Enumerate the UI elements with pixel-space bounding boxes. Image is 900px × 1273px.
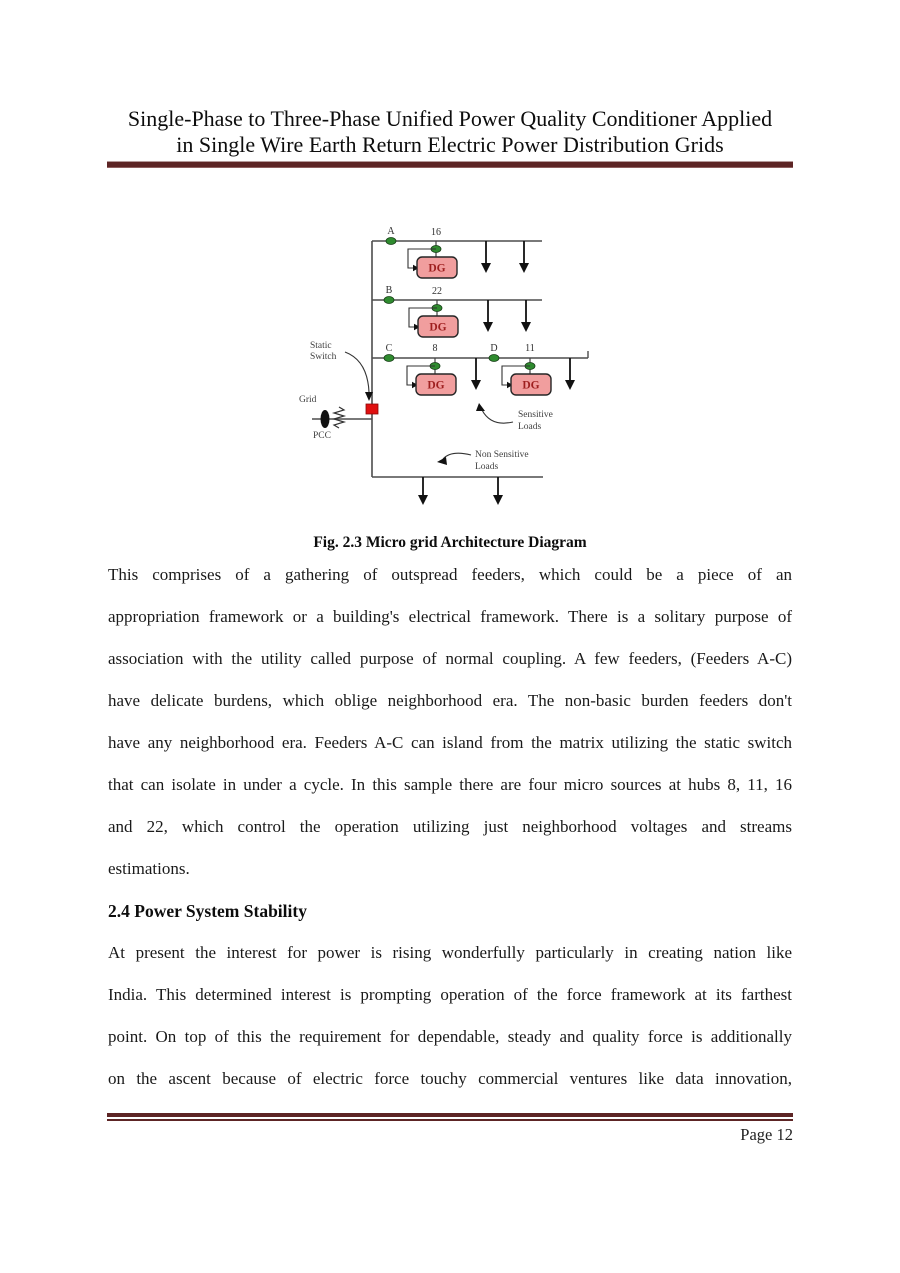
dg-d-label: DG [522,380,539,392]
microgrid-figure: A 16 DG B 22 [285,212,900,517]
text-line: association with the utility called purp… [108,649,792,668]
dg-d-feedback-loop [501,365,530,386]
non-sensitive-loads-label-line1: Non Sensitive [475,450,529,460]
dg-b-box [417,315,459,338]
feeder-a-load1-arrowhead-icon [481,263,491,273]
text-line: point. On top of this the requirement fo… [108,1027,792,1046]
feeder-b-label: B [386,285,393,296]
dg-a-box [416,256,458,279]
dg-a-loop-arrowhead-icon [413,264,419,272]
text-line: that can isolate in under a cycle. In th… [108,775,792,794]
pcc-label: PCC [313,431,331,441]
feeder-b: B 22 DG [372,285,542,338]
document-title: Single-Phase to Three-Phase Unified Powe… [107,106,793,158]
dg-a-feedback-loop [407,248,436,269]
dg-c-loop-arrowhead-icon [412,381,418,389]
paragraph-1: This comprises of a gathering of outspre… [108,554,792,890]
dg-d-loop-arrowhead-icon [507,381,513,389]
static-switch-label-line1: Static [310,341,332,351]
sensitive-loads-label-line2: Loads [518,422,542,432]
page-header: Single-Phase to Three-Phase Unified Powe… [0,0,900,168]
node-11-label: 11 [525,343,535,354]
text-line: appropriation framework or a building's … [108,607,792,626]
static-switch-icon [365,403,379,415]
feeder-b-load2-arrowhead-icon [521,322,531,332]
text-line: have delicate burdens, which oblige neig… [108,691,792,710]
page-footer: Page 12 [107,1113,793,1145]
transformer-zigzag-icon [331,406,347,429]
footer-rule-thick [107,1113,793,1117]
dg-c-label: DG [427,380,444,392]
dg-c-box [415,373,457,396]
static-switch: Static Switch [310,341,379,415]
dg-b-label: DG [429,322,446,334]
paragraph-2: At present the interest for power is ris… [108,932,792,1100]
feeder-c-load-arrowhead-icon [471,380,481,390]
dg-b-loop-arrowhead-icon [414,323,420,331]
non-sensitive-loads-pointer-curve [442,452,472,460]
feeder-c-label: C [386,343,393,354]
microgrid-diagram: A 16 DG B 22 [299,226,589,505]
sensitive-loads-arrowhead-icon [476,403,485,411]
sensitive-loads-annotation: Sensitive Loads [476,403,553,432]
static-switch-pointer-arrowhead-icon [365,392,373,401]
static-switch-pointer-curve [344,351,370,393]
text-line: India. This determined interest is promp… [108,985,792,1004]
section-heading: 2.4 Power System Stability [108,901,307,921]
feeder-c-d: C 8 DG D 11 DG [372,343,589,396]
text-line: This comprises of a gathering of outspre… [108,565,792,584]
feeder-a: A 16 DG [372,226,542,279]
grid-connection: Grid PCC [299,395,372,441]
bottom-load2-arrowhead-icon [493,495,503,505]
feeder-a-node-dot [385,237,397,245]
dg-b-feedback-loop [408,307,437,328]
static-switch-label-line2: Switch [310,352,337,362]
text-line: on the ascent because of electric force … [108,1069,792,1088]
text-line: estimations. [108,859,190,878]
sensitive-loads-pointer-curve [481,409,514,424]
dg-a-label: DG [428,263,445,275]
page-number: Page 12 [740,1125,793,1144]
feeder-d-node-dot [488,354,500,362]
header-rule-mid [107,167,793,168]
header-rule-thick [107,162,793,167]
grid-source-icon [320,410,330,428]
bottom-load1-arrowhead-icon [418,495,428,505]
feeder-d-label: D [490,343,497,354]
text-line: At present the interest for power is ris… [108,943,792,962]
feeder-d-load-arrowhead-icon [565,380,575,390]
feeder-c-node-dot [383,354,395,362]
node-22-label: 22 [432,286,442,297]
feeder-a-load2-arrowhead-icon [519,263,529,273]
page-content: This comprises of a gathering of outspre… [108,554,792,1100]
footer-rule-thin [107,1119,793,1121]
text-line: have any neighborhood era. Feeders A-C c… [108,733,792,752]
feeder-a-label: A [387,226,395,237]
document-title-line1: Single-Phase to Three-Phase Unified Powe… [127,106,773,131]
non-sensitive-loads-label-line2: Loads [475,462,499,472]
feeder-b-node-dot [383,296,395,304]
figure-caption: Fig. 2.3 Micro grid Architecture Diagram [313,534,587,551]
node-16-label: 16 [431,227,441,238]
text-line: and 22, which control the operation util… [108,817,792,836]
header-rule [107,161,793,168]
header-rule-light [107,161,793,162]
grid-label: Grid [299,395,317,405]
non-sensitive-loads-annotation: Non Sensitive Loads [437,450,529,472]
non-sensitive-feeder [372,476,543,505]
dg-d-box [510,373,552,396]
feeder-b-load1-arrowhead-icon [483,322,493,332]
non-sensitive-loads-arrowhead-icon [437,457,447,465]
dg-c-feedback-loop [406,365,435,386]
footer-rule-gap [107,1117,793,1119]
sensitive-loads-label-line1: Sensitive [518,410,553,420]
document-title-line2: in Single Wire Earth Return Electric Pow… [176,132,724,157]
node-8-label: 8 [433,343,438,354]
